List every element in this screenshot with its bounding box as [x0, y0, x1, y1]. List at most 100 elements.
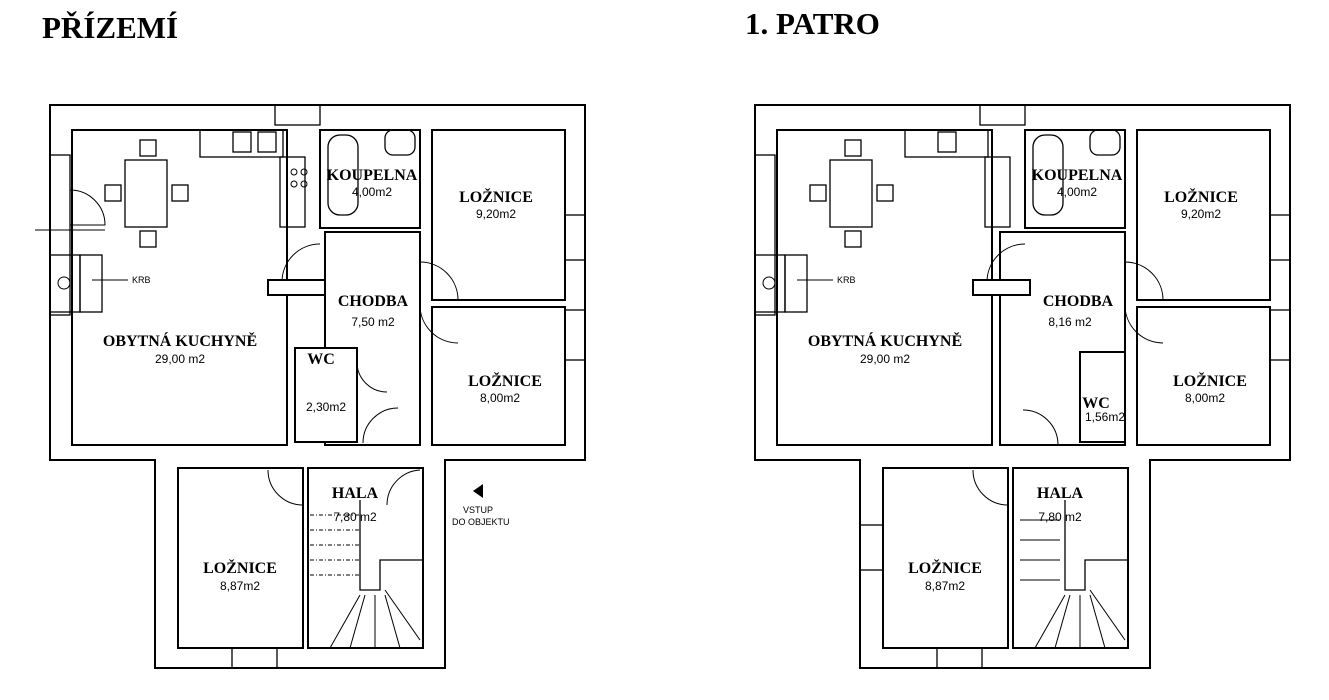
room-name: HALA — [1037, 485, 1084, 502]
window — [231, 647, 278, 669]
room-area: 8,00m2 — [480, 391, 520, 405]
room-name: OBYTNÁ KUCHYNĚ — [103, 331, 257, 350]
door-swing — [986, 243, 1026, 283]
living-room — [776, 129, 993, 446]
room-name: HALA — [332, 485, 379, 502]
lobby — [307, 467, 424, 649]
window — [49, 154, 71, 316]
room-name: LOŽNICE — [203, 558, 277, 577]
drainer — [257, 131, 277, 153]
door-swing — [281, 243, 321, 283]
chair — [104, 184, 122, 202]
staircase — [1020, 500, 1128, 649]
bedroom-2 — [431, 306, 566, 446]
door-swing — [362, 407, 399, 444]
room-area: 8,00m2 — [1185, 391, 1225, 405]
window — [1269, 214, 1291, 261]
bedroom-2 — [1136, 306, 1271, 446]
door-swing — [419, 304, 459, 344]
chair — [844, 139, 862, 157]
room-name: CHODBA — [1043, 293, 1114, 310]
fireplace-label: KRB — [132, 275, 151, 285]
wc-room — [1079, 351, 1126, 443]
window — [936, 647, 983, 669]
room-area: 2,30m2 — [306, 400, 346, 414]
bedroom-1 — [1136, 129, 1271, 301]
room-area: 1,56m2 — [1085, 410, 1125, 424]
burner — [300, 168, 308, 176]
door-swing — [419, 261, 459, 301]
window — [564, 309, 586, 361]
room-name: LOŽNICE — [908, 558, 982, 577]
wall-stub — [972, 279, 1031, 296]
stove — [984, 156, 1011, 228]
kitchen-counter — [199, 129, 284, 158]
room-area: 7,80 m2 — [333, 510, 377, 524]
room-name: LOŽNICE — [1164, 187, 1238, 206]
room-name: CHODBA — [338, 293, 409, 310]
first-floor-plan: KRB OBYTNÁ KUCHYNĚ 29,00 m2 KOUPELNA 4,0… — [754, 104, 1291, 669]
window — [564, 214, 586, 261]
room-name: WC — [1082, 395, 1110, 412]
chair — [809, 184, 827, 202]
bedroom-3 — [882, 467, 1009, 649]
bathtub — [327, 134, 359, 216]
window — [859, 524, 884, 571]
room-area: 4,00m2 — [1057, 185, 1097, 199]
window — [1269, 309, 1291, 361]
room-name: WC — [307, 351, 335, 368]
door-swing — [972, 469, 1009, 506]
door-swing — [267, 469, 304, 506]
door-swing — [356, 361, 388, 393]
door-swing — [1022, 409, 1059, 446]
room-area: 29,00 m2 — [155, 352, 205, 366]
chair — [876, 184, 894, 202]
burner — [300, 180, 308, 188]
floor-title-first: 1. PATRO — [745, 6, 880, 41]
sink — [937, 131, 957, 153]
burner — [290, 180, 298, 188]
room-area: 7,80 m2 — [1038, 510, 1082, 524]
fireplace-hearth — [79, 254, 103, 313]
room-area: 29,00 m2 — [860, 352, 910, 366]
chair — [139, 230, 157, 248]
room-name: KOUPELNA — [1032, 167, 1123, 184]
fireplace-label: KRB — [837, 275, 856, 285]
room-area: 8,87m2 — [925, 579, 965, 593]
living-room — [71, 129, 288, 446]
bathroom — [319, 129, 421, 229]
entrance-label-2: DO OBJEKTU — [452, 517, 510, 527]
floor-title-ground: PŘÍZEMÍ — [42, 10, 178, 45]
room-name: LOŽNICE — [468, 371, 542, 390]
fireplace-hearth — [784, 254, 808, 313]
wc-room — [294, 347, 358, 443]
kitchen-counter — [904, 129, 989, 158]
room-name: KOUPELNA — [327, 167, 418, 184]
bathroom — [1024, 129, 1126, 229]
stove — [279, 156, 306, 228]
chair — [171, 184, 189, 202]
ground-floor-plan: KRB VSTUP DO OBJEKTU OBYTNÁ KUCHYNĚ 29,0 — [35, 104, 586, 669]
room-area: 7,50 m2 — [351, 315, 395, 329]
sink — [232, 131, 252, 153]
window — [274, 104, 321, 126]
entrance-arrow-icon — [473, 484, 483, 498]
door-swing — [1124, 261, 1164, 301]
room-area: 9,20m2 — [476, 207, 516, 221]
window — [754, 154, 776, 316]
dining-table — [124, 159, 168, 228]
room-area: 4,00m2 — [352, 185, 392, 199]
door-swing — [1124, 304, 1164, 344]
staircase — [310, 500, 423, 649]
wall-stub — [267, 279, 326, 296]
door-swing — [386, 469, 421, 506]
bathtub — [1032, 134, 1064, 216]
door-swing — [69, 189, 106, 226]
room-name: LOŽNICE — [459, 187, 533, 206]
burner — [290, 168, 298, 176]
chair — [139, 139, 157, 157]
dining-table — [829, 159, 873, 228]
room-area: 9,20m2 — [1181, 207, 1221, 221]
